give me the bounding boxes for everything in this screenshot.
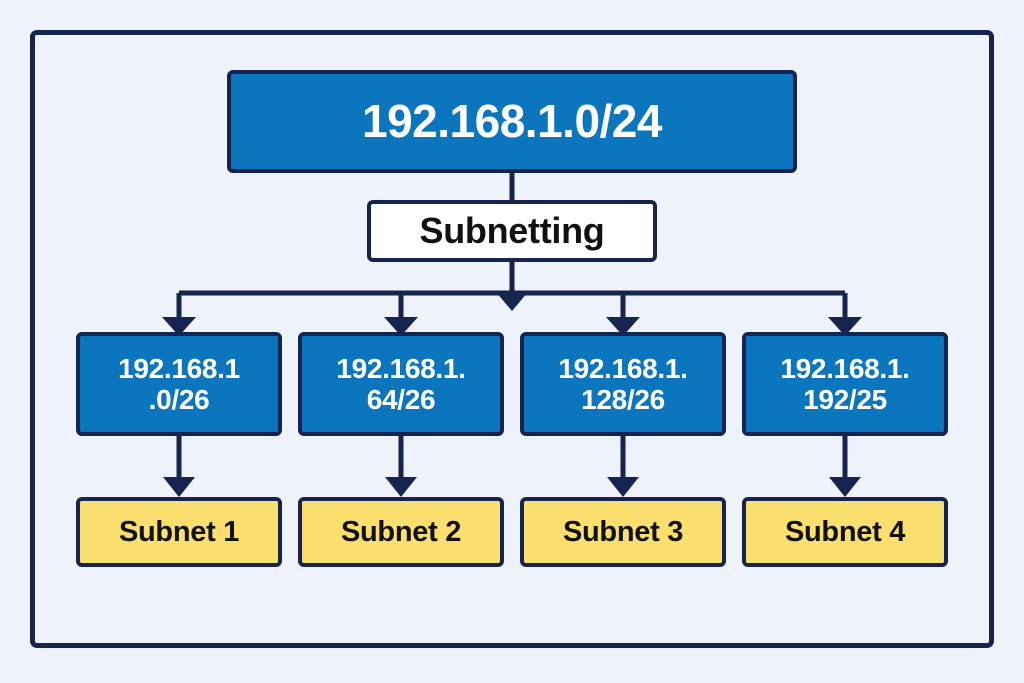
subnet-cidr-label-2: 192.168.1. 64/26 [330, 353, 471, 416]
subnet-leaf-box-1[interactable]: Subnet 1 [76, 497, 282, 567]
network-root-box[interactable]: 192.168.1.0/24 [227, 70, 797, 173]
subnet-cidr-label-3: 192.168.1. 128/26 [552, 353, 693, 416]
subnet-leaf-label-4: Subnet 4 [784, 515, 906, 548]
subnet-cidr-line2-3: 128/26 [581, 384, 665, 415]
subnet-leaf-box-4[interactable]: Subnet 4 [742, 497, 948, 567]
subnet-cidr-line1-4: 192.168.1. [780, 352, 910, 384]
subnet-cidr-label-1: 192.168.1 .0/26 [112, 353, 246, 416]
subnet-cidr-box-3[interactable]: 192.168.1. 128/26 [520, 332, 726, 436]
subnet-leaf-box-2[interactable]: Subnet 2 [298, 497, 504, 567]
subnet-cidr-line1-1: 192.168.1 [118, 352, 240, 384]
subnet-cidr-line2-1: .0/26 [148, 384, 210, 415]
network-root-label: 192.168.1.0/24 [362, 94, 662, 147]
diagram-outer-frame [30, 30, 994, 648]
subnet-cidr-line2-2: 64/26 [366, 384, 436, 415]
subnet-leaf-box-3[interactable]: Subnet 3 [520, 497, 726, 567]
process-subnetting-label: Subnetting [419, 209, 605, 251]
subnet-cidr-box-1[interactable]: 192.168.1 .0/26 [76, 332, 282, 436]
subnet-cidr-line1-2: 192.168.1. [336, 352, 466, 384]
subnet-cidr-line2-4: 192/25 [803, 384, 887, 415]
process-subnetting-box[interactable]: Subnetting [367, 200, 657, 262]
subnet-cidr-line1-3: 192.168.1. [558, 352, 688, 384]
subnet-cidr-box-4[interactable]: 192.168.1. 192/25 [742, 332, 948, 436]
subnet-leaf-label-3: Subnet 3 [562, 515, 684, 548]
subnet-leaf-label-2: Subnet 2 [340, 515, 462, 548]
subnet-cidr-box-2[interactable]: 192.168.1. 64/26 [298, 332, 504, 436]
subnet-leaf-label-1: Subnet 1 [118, 515, 240, 548]
subnet-cidr-label-4: 192.168.1. 192/25 [774, 353, 915, 416]
